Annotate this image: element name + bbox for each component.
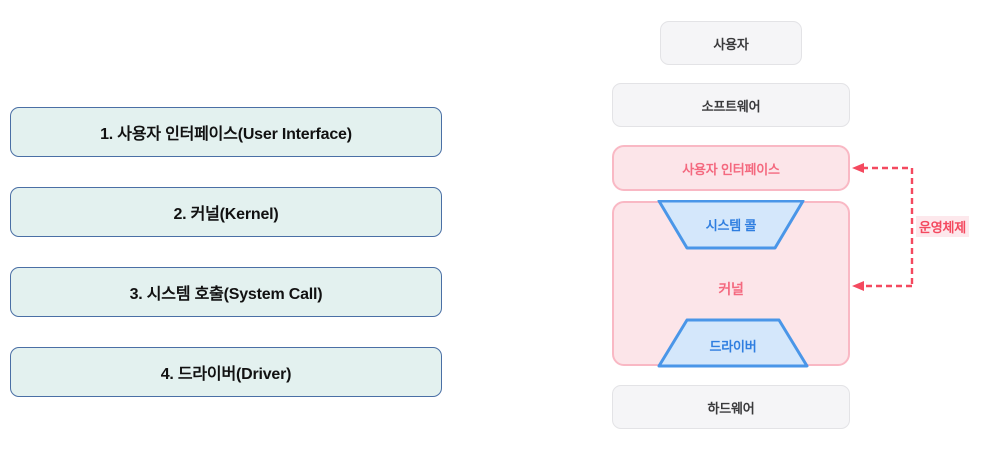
diagram-box-user: 사용자 [660,21,802,65]
diagram-box-hardware: 하드웨어 [612,385,850,429]
diagram-box-label: 사용자 [713,36,749,52]
os-annotation-label: 운영체제 [916,216,970,237]
diagram-trapezoid-label: 드라이버 [709,338,757,354]
list-item-user-interface[interactable]: 1. 사용자 인터페이스(User Interface) [10,107,442,157]
diagram-trapezoid-system-call: 시스템 콜 [657,200,805,250]
diagram-box-label: 하드웨어 [707,400,755,416]
diagram-box-user-interface: 사용자 인터페이스 [612,145,850,191]
list-item-label: 2. 커널(Kernel) [173,206,279,223]
list-item-label: 4. 드라이버(Driver) [160,366,292,383]
os-bracket-arrows-icon [852,163,914,291]
diagram-box-label: 사용자 인터페이스 [682,161,780,177]
trapezoid-shape-icon [657,318,809,368]
trapezoid-shape-icon [657,200,805,250]
diagram-box-label: 소프트웨어 [701,98,761,114]
list-item-label: 1. 사용자 인터페이스(User Interface) [100,126,352,143]
diagram-trapezoid-driver: 드라이버 [657,318,809,368]
diagram-box-software: 소프트웨어 [612,83,850,127]
diagram-box-label: 커널 [718,281,744,297]
list-item-system-call[interactable]: 3. 시스템 호출(System Call) [10,267,442,317]
list-item-label: 3. 시스템 호출(System Call) [129,286,323,303]
list-item-kernel[interactable]: 2. 커널(Kernel) [10,187,442,237]
diagram-trapezoid-label: 시스템 콜 [705,217,757,233]
list-item-driver[interactable]: 4. 드라이버(Driver) [10,347,442,397]
left-list-panel: 1. 사용자 인터페이스(User Interface) 2. 커널(Kerne… [0,0,470,449]
